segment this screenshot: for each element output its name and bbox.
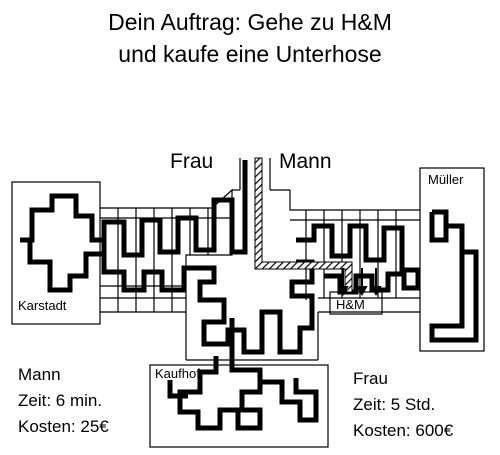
mann-stats-label: Mann [18, 365, 61, 384]
store-hm-label: H&M [336, 297, 365, 312]
frau-stats-label: Frau [353, 369, 388, 388]
kaufhof-block [149, 364, 329, 448]
frau-path [20, 160, 479, 431]
entrance-frau-label: Frau [170, 150, 214, 173]
store-kaufhof-label: Kaufhof [155, 366, 200, 381]
mueller-block [419, 167, 485, 352]
hm-arrows [337, 268, 382, 297]
mann-path [254, 157, 353, 293]
entrance-mann-label: Mann [279, 150, 332, 173]
entrance-markers [239, 158, 271, 190]
title-line-2: und kaufe eine Unterhose [118, 41, 382, 67]
frau-stats-kosten: Kosten: 600€ [353, 421, 454, 440]
frau-stats-zeit: Zeit: 5 Std. [353, 395, 436, 414]
mann-stats-kosten: Kosten: 25€ [18, 417, 109, 436]
title-line-1: Dein Auftrag: Gehe zu H&M [108, 9, 392, 35]
store-mueller-label: Müller [428, 172, 464, 187]
store-karstadt-label: Karstadt [18, 298, 67, 313]
mann-stats-zeit: Zeit: 6 min. [18, 391, 103, 410]
